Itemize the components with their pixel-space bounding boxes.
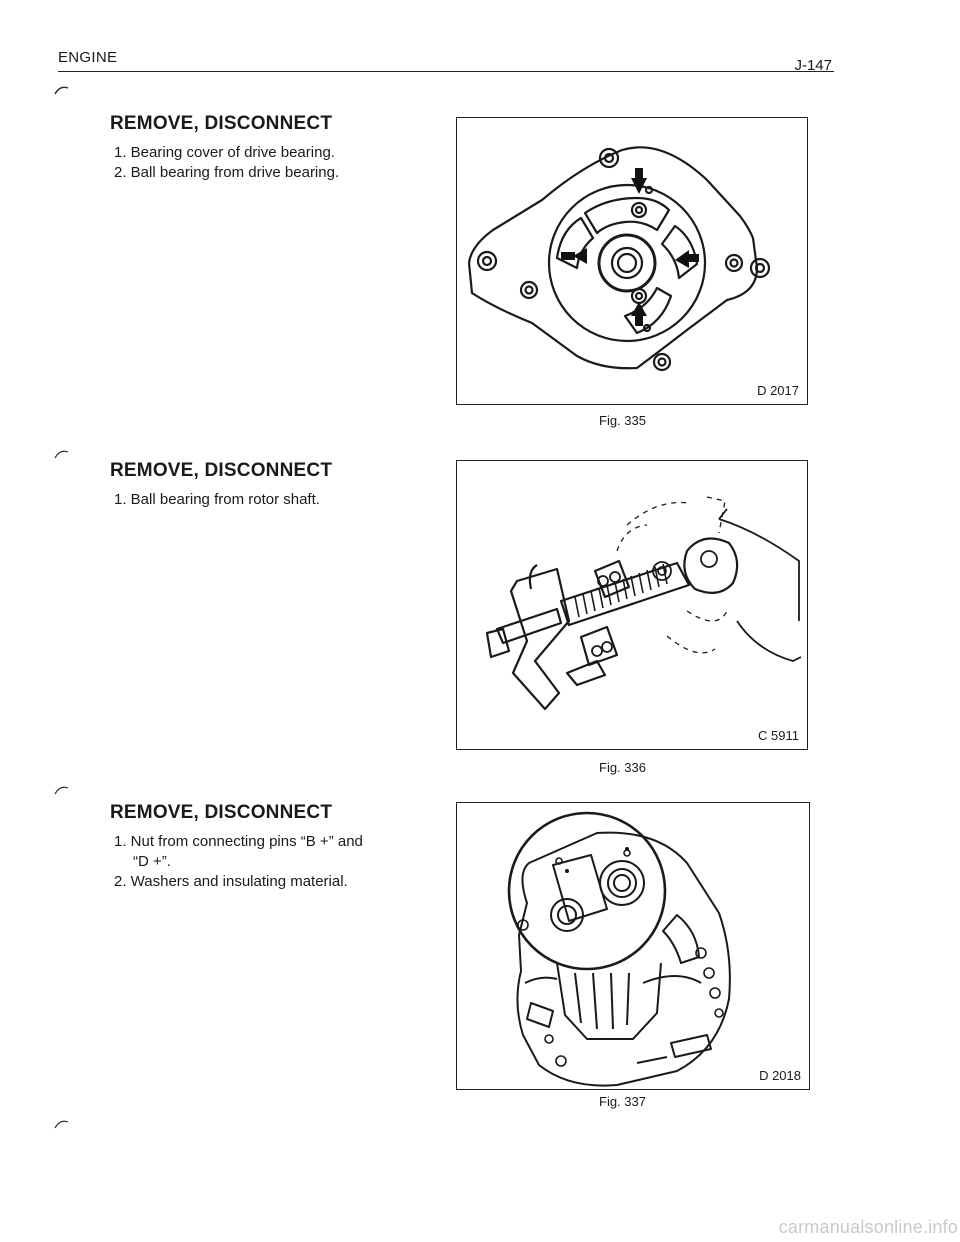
alternator-end-shield-diagram [467,146,771,372]
step-heading: REMOVE, DISCONNECT [110,460,333,481]
step-item: 2. Ball bearing from drive bearing. [114,164,340,181]
step-item: 2. Washers and insulating material. [114,873,348,890]
step-item: 1. Ball bearing from rotor shaft. [114,491,320,508]
figure-drive-end-shield: D 2017 [456,117,808,405]
figure-id: C 5911 [758,728,799,743]
margin-mark [54,1120,69,1129]
step-item: 1. Bearing cover of drive bearing. [114,144,335,161]
figure-bearing-puller: C 5911 [456,460,808,750]
step-heading: REMOVE, DISCONNECT [110,113,333,134]
footer-watermark[interactable]: carmanualsonline.info [778,1217,958,1237]
figure-caption: Fig. 336 [599,760,646,775]
rectifier-plate-diagram [507,811,731,1087]
step-item: “D +”. [133,853,171,870]
figure-caption: Fig. 335 [599,413,646,428]
page-number: J-147 [794,57,832,74]
figure-id: D 2018 [759,1068,801,1083]
margin-mark [54,450,69,459]
margin-mark [54,86,69,95]
header-rule [58,71,834,72]
figure-rectifier-plate: D 2018 [456,802,810,1090]
margin-mark [54,786,69,795]
bearing-puller-diagram [485,496,802,711]
figure-caption: Fig. 337 [599,1094,646,1109]
step-item: 1. Nut from connecting pins “B +” and [114,833,363,850]
step-heading: REMOVE, DISCONNECT [110,802,333,823]
section-title: ENGINE [58,49,118,66]
figure-id: D 2017 [757,383,799,398]
